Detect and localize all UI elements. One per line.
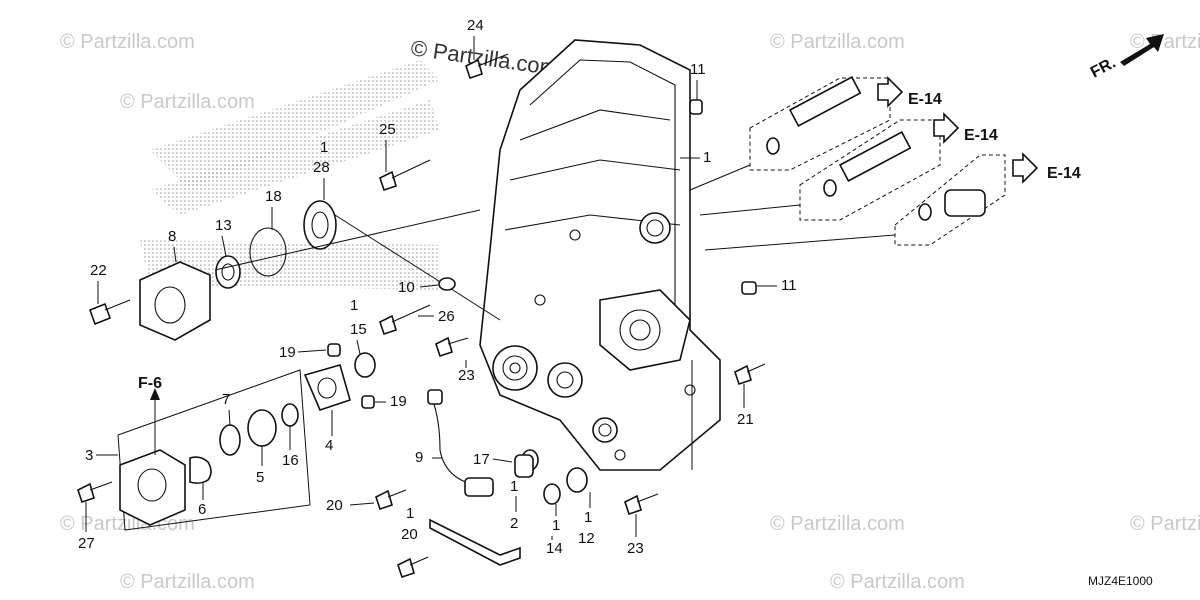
watermark-text: © Partzilla.com [60,513,195,535]
callout-27: 27 [78,535,95,552]
callout-1: 1 [320,139,328,156]
callout-21: 21 [737,411,754,428]
watermark-text: © Partzilla.com [120,91,255,113]
callout-5: 5 [256,469,264,486]
callout-11: 11 [690,61,706,78]
sensor-and-clamp [427,389,588,566]
callout-12: 12 [578,530,595,547]
oil-pipes [689,76,1039,251]
callout-18: 18 [265,188,282,205]
callout-19: 19 [390,393,407,410]
callout-22: 22 [90,262,107,279]
reference-e14: E-14 [1047,165,1081,182]
callout-28: 28 [313,159,330,176]
callout-24: 24 [467,17,484,34]
callout-19: 19 [279,344,296,361]
callout-1: 1 [406,505,414,522]
callout-17: 17 [473,451,490,468]
callout-7: 7 [222,391,230,408]
callout-6: 6 [198,501,206,518]
callout-25: 25 [379,121,396,138]
reference-e14: E-14 [908,91,942,108]
callout-1: 1 [510,478,518,495]
watermark-text: © Partzilla.com [770,31,905,53]
callout-4: 4 [325,437,333,454]
callout-1: 1 [350,297,358,314]
callout-20: 20 [326,497,343,514]
callout-1: 1 [703,149,711,166]
watermark-text: © Partzilla.com [830,571,965,593]
front-direction-arrow: FR. [1088,34,1164,82]
watermark-text: © Partzilla.com [1130,513,1200,535]
bearing-and-seal-group [139,200,501,341]
background-logo-shading [140,60,440,290]
callout-leaders [85,36,777,540]
callout-1: 1 [552,517,560,534]
callout-8: 8 [168,228,176,245]
callout-13: 13 [215,217,232,234]
watermark-text: © Partzilla.com [60,31,195,53]
callout-20: 20 [401,526,418,543]
crankcase-cover [479,39,721,471]
callout-10: 10 [398,279,415,296]
watermark-text: © Partzilla.com [770,513,905,535]
callout-numbers: 24 11 1 25 1 28 18 13 8 22 10 11 1 15 26… [78,17,797,557]
bolt-group [77,53,766,579]
callout-23: 23 [458,367,475,384]
callout-9: 9 [415,449,423,466]
watermark-text: © Partzilla.com [120,571,255,593]
callout-15: 15 [350,321,367,338]
callout-1: 1 [584,509,592,526]
diagram-code: MJZ4E1000 [1088,574,1153,588]
callout-3: 3 [85,447,93,464]
callout-23: 23 [627,540,644,557]
front-label: FR. [1088,54,1119,81]
reference-f6: F-6 [138,375,162,392]
callout-11: 11 [781,277,797,294]
callout-16: 16 [282,452,299,469]
callout-14: 14 [546,540,563,557]
reference-e14: E-14 [964,127,998,144]
water-pump-group [117,364,351,531]
callout-2: 2 [510,515,518,532]
callout-26: 26 [438,308,455,325]
